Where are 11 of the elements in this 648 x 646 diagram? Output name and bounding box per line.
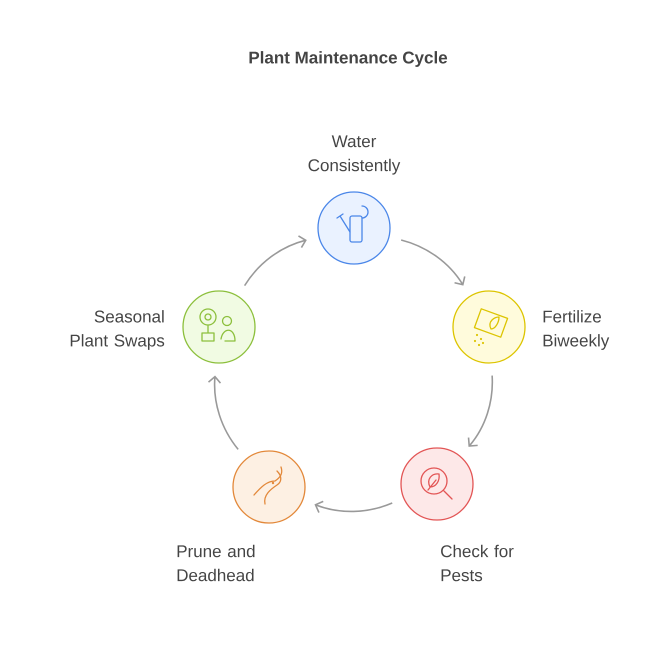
arrow	[244, 235, 307, 286]
step-label: Fertilize Biweekly	[544, 310, 610, 350]
arrow	[208, 376, 239, 450]
step-label: Prune and Deadhead	[178, 544, 254, 582]
title: Plant Maintenance Cycle	[249, 51, 448, 67]
step-label: Check for Pests	[441, 544, 514, 582]
arrow	[468, 376, 494, 447]
step-label: Seasonal Plant Swaps	[70, 310, 164, 350]
step-label: Water Consistently	[308, 135, 400, 175]
arrow	[314, 500, 393, 513]
arrow	[400, 239, 466, 286]
